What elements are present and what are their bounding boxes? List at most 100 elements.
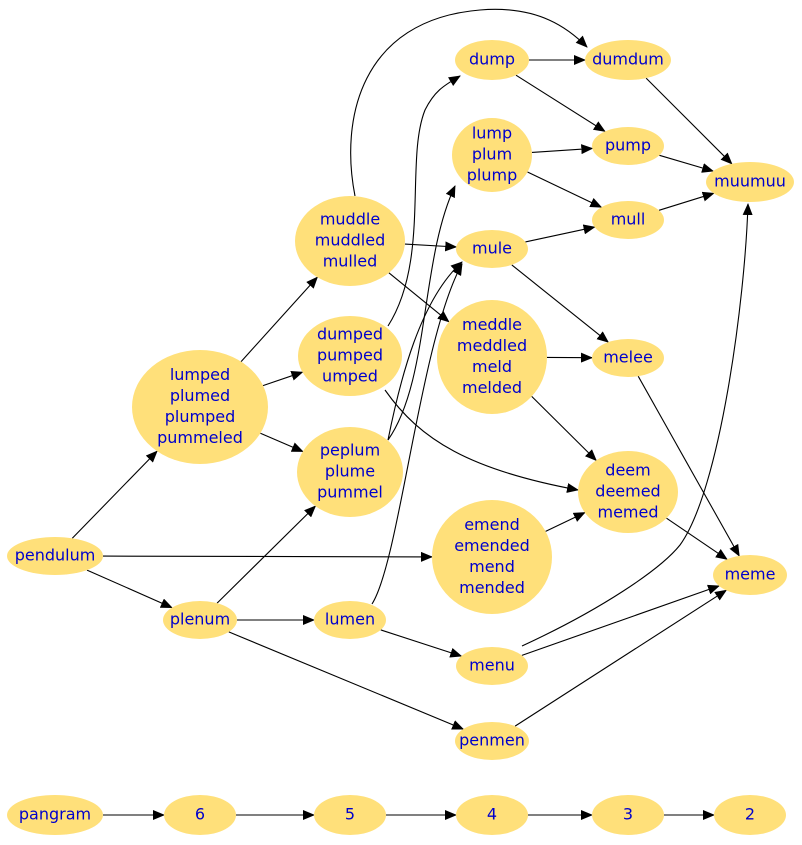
node-label: dump — [469, 50, 515, 69]
node-lump: lump plum plump — [452, 118, 532, 192]
node-shape — [592, 795, 664, 835]
node-label: plumed — [170, 386, 230, 405]
node-label: pump — [605, 136, 651, 155]
node-label: meddled — [457, 336, 527, 355]
node-menu: menu — [456, 647, 528, 685]
node-label: mule — [472, 239, 512, 258]
edge-lumped-to-dumped — [262, 371, 304, 387]
node-label: 5 — [345, 805, 355, 824]
node-label: muumuu — [714, 172, 786, 191]
node-shape — [164, 795, 236, 835]
node-shape — [592, 339, 664, 377]
node-label: plenum — [170, 610, 230, 629]
node-n2: 2 — [714, 795, 786, 835]
node-label: lump — [472, 124, 512, 143]
edge-deem-to-meme — [666, 517, 728, 560]
node-label: mulled — [323, 252, 378, 271]
edge-line — [371, 263, 463, 605]
node-label: mend — [469, 557, 515, 576]
node-label: meme — [725, 565, 776, 584]
node-label: mull — [611, 210, 646, 229]
node-label: dumped — [317, 325, 383, 344]
node-mull: mull — [592, 201, 664, 239]
node-label: muddled — [315, 231, 385, 250]
node-label: pummeled — [157, 428, 243, 447]
edge-line — [659, 154, 715, 173]
edge-line — [388, 272, 450, 323]
edge-plenum-to-penmen — [228, 631, 465, 730]
node-pump: pump — [592, 127, 664, 165]
node-shape — [713, 555, 787, 595]
edge-line — [637, 375, 740, 557]
edge-line — [645, 77, 733, 165]
node-label: deemed — [595, 482, 660, 501]
node-label: plume — [325, 462, 375, 481]
edge-muddle-to-dumdum — [350, 8, 588, 197]
node-label: lumen — [325, 610, 375, 629]
edge-dumped-to-dump — [387, 75, 461, 327]
node-label: 6 — [195, 805, 205, 824]
edge-pendulum-to-plenum — [86, 569, 173, 609]
edge-line — [260, 432, 304, 453]
edge-emend-to-deem — [545, 512, 586, 532]
edge-lump-to-pump — [531, 144, 594, 155]
node-shape — [585, 40, 671, 80]
node-mule: mule — [456, 230, 528, 268]
node-shape — [295, 196, 405, 286]
node-label: dumdum — [592, 50, 664, 69]
edge-dumdum-to-muumuu — [645, 77, 733, 165]
edge-dumped-to-deem — [384, 389, 579, 493]
edge-penmen-to-meme — [514, 589, 728, 727]
edge-line — [514, 589, 728, 727]
node-plenum: plenum — [163, 601, 237, 639]
edge-line — [521, 584, 720, 656]
edge-line — [404, 241, 458, 252]
edge-lumped-to-peplum — [260, 432, 304, 453]
node-shape — [456, 230, 528, 268]
edge-line — [521, 203, 753, 647]
node-shape — [714, 795, 786, 835]
edge-lump-to-mull — [527, 171, 603, 208]
node-label: muddle — [320, 210, 380, 229]
node-layer: pendulumlumpedplumedplumpedpummeledplenu… — [7, 40, 794, 835]
node-label: mended — [459, 578, 525, 597]
edge-line — [102, 551, 433, 562]
node-label: plump — [467, 166, 517, 185]
node-shape — [452, 118, 532, 192]
node-shape — [314, 795, 386, 835]
edge-peplum-to-mule — [387, 261, 463, 441]
node-label: menu — [469, 656, 515, 675]
edge-line — [387, 75, 461, 327]
node-penmen: penmen — [455, 722, 529, 760]
node-muumuu: muumuu — [706, 162, 794, 202]
node-label: pumped — [317, 346, 383, 365]
node-dumdum: dumdum — [585, 40, 671, 80]
edge-line — [387, 261, 463, 441]
node-label: melee — [603, 348, 653, 367]
edge-plenum-to-peplum — [216, 505, 317, 604]
edge-melee-to-meme — [637, 375, 740, 557]
node-label: 3 — [623, 805, 633, 824]
edge-line — [350, 8, 588, 197]
edge-line — [71, 450, 158, 539]
node-melee: melee — [592, 339, 664, 377]
node-shape — [456, 795, 528, 835]
node-n5: 5 — [314, 795, 386, 835]
node-n6: 6 — [164, 795, 236, 835]
node-shape — [706, 162, 794, 202]
edge-layer — [71, 8, 753, 820]
edge-line — [262, 371, 304, 387]
node-label: plum — [472, 145, 512, 164]
edge-pendulum-to-lumped — [71, 450, 158, 539]
node-label: 2 — [745, 805, 755, 824]
node-label: emend — [464, 515, 520, 534]
edge-line — [511, 264, 609, 343]
node-label: penmen — [459, 731, 525, 750]
node-label: 4 — [487, 805, 497, 824]
edge-menu-to-muumuu — [521, 203, 753, 647]
node-shape — [432, 500, 552, 614]
edge-line — [527, 171, 603, 208]
